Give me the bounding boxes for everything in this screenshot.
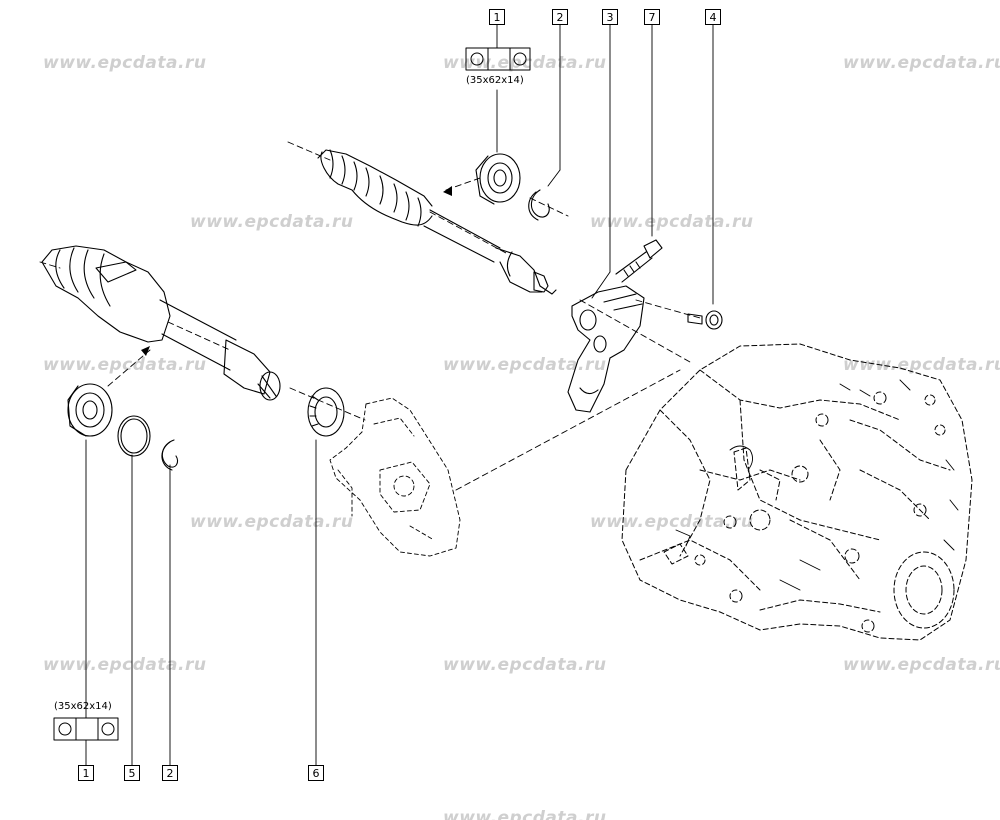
lower-driveshaft xyxy=(41,245,281,401)
screw-4 xyxy=(687,310,723,330)
watermark: www.epcdata.ru xyxy=(443,655,607,675)
watermark: www.epcdata.ru xyxy=(43,655,207,675)
seal-ring xyxy=(307,387,345,437)
callout-7-top: 7 xyxy=(644,9,660,25)
callout-3-top: 3 xyxy=(602,9,618,25)
bearing-bracket xyxy=(567,285,645,413)
watermark: www.epcdata.ru xyxy=(590,512,754,532)
bearing-dimensions-top: (35x62x14) xyxy=(466,75,524,86)
upper-driveshaft xyxy=(317,149,557,295)
callout-4-top: 4 xyxy=(705,9,721,25)
callout-1-top: 1 xyxy=(489,9,505,25)
callout-6-bottom: 6 xyxy=(308,765,324,781)
circlip-bottom xyxy=(161,439,179,471)
bearing-top xyxy=(475,153,521,205)
watermark: www.epcdata.ru xyxy=(590,212,754,232)
steering-knuckle xyxy=(329,397,461,557)
watermark: www.epcdata.ru xyxy=(43,355,207,375)
leader-lines xyxy=(85,24,714,766)
watermark: www.epcdata.ru xyxy=(843,355,1000,375)
assembly-dashed-lines xyxy=(39,141,701,491)
circlip-top xyxy=(528,189,550,221)
bearing-bottom xyxy=(67,383,113,437)
watermark: www.epcdata.ru xyxy=(443,808,607,820)
watermark: www.epcdata.ru xyxy=(43,53,207,73)
watermark: www.epcdata.ru xyxy=(190,212,354,232)
o-ring xyxy=(117,415,151,457)
bearing-spec-box-top xyxy=(465,47,531,71)
bolt-7 xyxy=(615,239,663,283)
watermark: www.epcdata.ru xyxy=(843,655,1000,675)
callout-2-top: 2 xyxy=(552,9,568,25)
callout-1-bottom: 1 xyxy=(78,765,94,781)
bearing-dimensions-bottom: (35x62x14) xyxy=(54,701,112,712)
assembly-arrows xyxy=(141,186,452,356)
bearing-spec-box-bottom xyxy=(53,717,119,741)
gearbox-detail xyxy=(675,379,959,591)
callout-2-bottom: 2 xyxy=(162,765,178,781)
watermark: www.epcdata.ru xyxy=(843,53,1000,73)
gearbox-housing xyxy=(621,343,973,641)
watermark: www.epcdata.ru xyxy=(190,512,354,532)
watermark: www.epcdata.ru xyxy=(443,355,607,375)
callout-5-bottom: 5 xyxy=(124,765,140,781)
